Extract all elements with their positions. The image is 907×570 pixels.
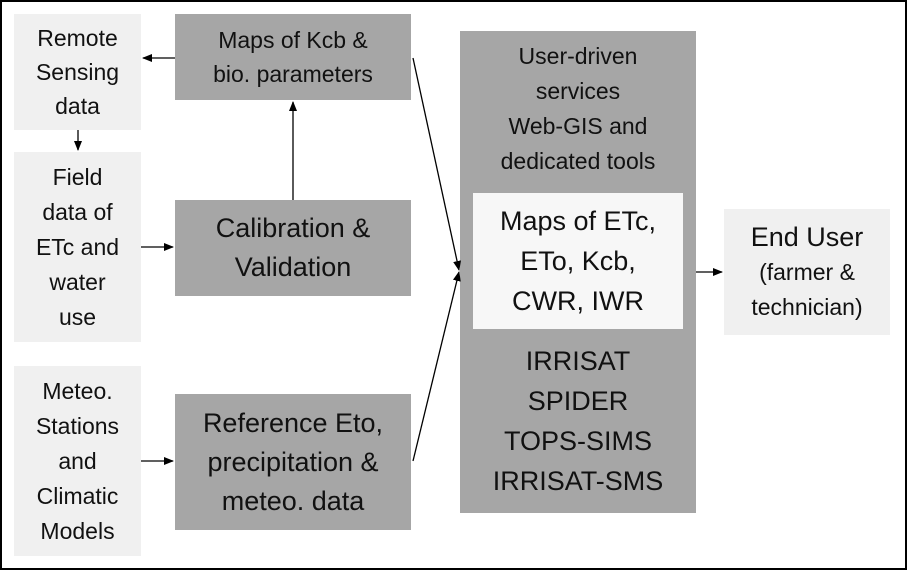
maps-etc-line-3: CWR, IWR: [512, 286, 644, 316]
maps-kcb-line-2: bio. parameters: [213, 61, 373, 87]
services-line-2: services: [535, 78, 621, 104]
tool-irrisat-sms: IRRISAT-SMS: [492, 466, 664, 496]
tool-tops-sims: TOPS-SIMS: [503, 426, 653, 456]
services-header: User-driven services Web-GIS and dedicat…: [501, 39, 656, 179]
tool-irrisat: IRRISAT: [525, 346, 631, 376]
maps-etc-box: Maps of ETc, ETo, Kcb, CWR, IWR: [473, 193, 683, 329]
remote-sensing-box: Remote Sensing data: [14, 14, 141, 130]
tool-spider: SPIDER: [527, 386, 629, 416]
services-line-4: dedicated tools: [500, 148, 656, 174]
tools-list: IRRISAT SPIDER TOPS-SIMS IRRISAT-SMS: [493, 341, 664, 501]
reference-eto-line-3: meteo. data: [221, 485, 365, 516]
remote-sensing-line-2: Sensing: [35, 59, 120, 85]
meteo-stations-line-2: Stations: [35, 412, 120, 439]
maps-etc-line-1: Maps of ETc,: [499, 206, 657, 236]
reference-eto-line-2: precipitation &: [207, 446, 379, 477]
meteo-stations-line-3: and: [58, 447, 97, 474]
calibration-box: Calibration & Validation: [175, 200, 411, 296]
meteo-stations-line-5: Models: [40, 517, 115, 544]
calibration-line-1: Calibration &: [215, 213, 371, 243]
end-user-title: End User: [750, 222, 864, 252]
meteo-stations-box: Meteo. Stations and Climatic Models: [14, 366, 141, 556]
maps-kcb-line-1: Maps of Kcb &: [218, 27, 368, 53]
maps-etc-line-2: ETo, Kcb,: [520, 246, 636, 276]
services-panel: User-driven services Web-GIS and dedicat…: [460, 31, 696, 513]
remote-sensing-line-3: data: [55, 93, 100, 119]
end-user-line-2: (farmer &: [759, 259, 855, 285]
end-user-box: End User (farmer & technician): [724, 209, 890, 335]
services-line-1: User-driven: [518, 43, 638, 69]
calibration-line-2: Validation: [234, 252, 352, 282]
meteo-stations-line-1: Meteo.: [42, 377, 113, 404]
remote-sensing-line-1: Remote: [37, 25, 118, 51]
reference-eto-line-1: Reference Eto,: [202, 407, 384, 438]
field-data-line-4: water: [49, 268, 106, 295]
reference-eto-box: Reference Eto, precipitation & meteo. da…: [175, 394, 411, 530]
field-data-line-1: Field: [52, 163, 103, 190]
field-data-line-3: ETc and: [35, 233, 120, 260]
end-user-line-3: technician): [751, 294, 863, 320]
field-data-box: Field data of ETc and water use: [14, 152, 141, 342]
meteo-stations-line-4: Climatic: [36, 482, 119, 509]
services-line-3: Web-GIS and: [508, 113, 648, 139]
maps-kcb-box: Maps of Kcb & bio. parameters: [175, 14, 411, 100]
field-data-line-5: use: [58, 303, 97, 330]
field-data-line-2: data of: [42, 198, 113, 225]
